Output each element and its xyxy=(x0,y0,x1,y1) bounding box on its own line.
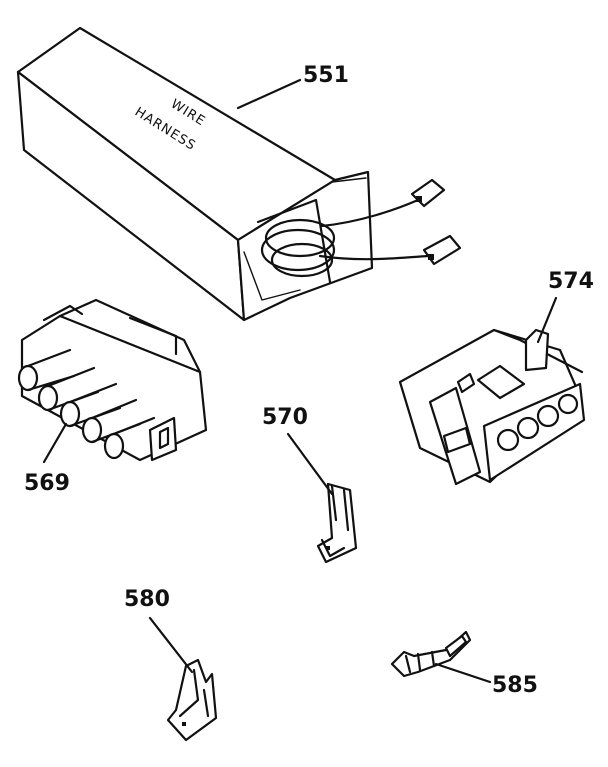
terminal-570 xyxy=(286,432,358,564)
leader-line-569 xyxy=(42,422,68,464)
leader-line-570 xyxy=(286,432,334,496)
callout-580: 580 xyxy=(124,587,170,612)
coiled-wires xyxy=(260,198,430,278)
wire-terminal-lower xyxy=(422,234,462,266)
terminal-580 xyxy=(148,616,218,742)
connector-housing-569 xyxy=(17,298,208,464)
connector-pins xyxy=(17,348,156,460)
leader-line-574 xyxy=(536,296,558,344)
callout-551: 551 xyxy=(303,63,349,88)
terminal-585 xyxy=(390,630,492,684)
callout-570: 570 xyxy=(262,405,308,430)
wire-harness-box: WIRE HARNESS xyxy=(16,26,462,322)
leader-line-585 xyxy=(434,662,492,684)
leader-line-551 xyxy=(236,78,302,110)
callout-569: 569 xyxy=(24,471,70,496)
leader-line-580 xyxy=(148,616,194,674)
callout-585: 585 xyxy=(492,673,538,698)
callout-574: 574 xyxy=(548,269,594,294)
wire-terminal-upper xyxy=(410,178,446,208)
connector-housing-574 xyxy=(398,296,586,486)
